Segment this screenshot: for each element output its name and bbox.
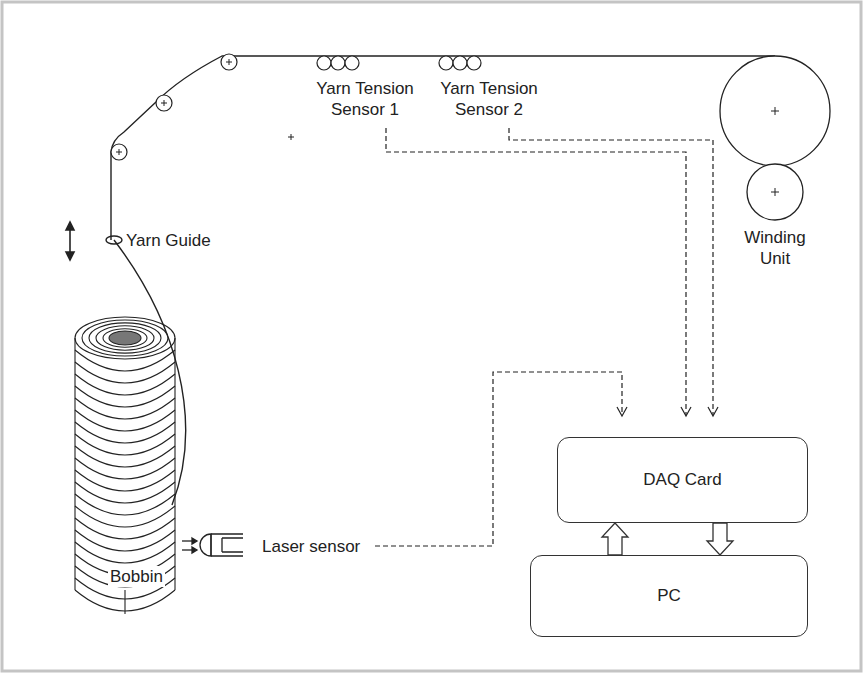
data-flow-arrow xyxy=(602,523,628,555)
laser-sensor xyxy=(182,534,243,556)
sensor-label: Yarn Tension Sensor 2 xyxy=(432,78,547,120)
sensor-label: Laser sensor xyxy=(262,536,360,557)
tension-sensor xyxy=(317,56,481,70)
box-text: DAQ Card xyxy=(643,470,721,490)
signal-arrowhead xyxy=(617,407,718,416)
yarn-guide xyxy=(106,236,122,244)
plus-mark xyxy=(771,107,779,196)
guide-label: Yarn Guide xyxy=(126,230,211,251)
plus-mark xyxy=(116,59,294,155)
pc-box: PC xyxy=(530,555,808,637)
bobbin-label: Bobbin xyxy=(108,566,165,587)
bobbin xyxy=(75,317,175,614)
unit-label: Winding Unit xyxy=(733,227,817,269)
yarn xyxy=(111,56,775,240)
data-flow-arrow xyxy=(707,523,733,555)
winding-unit xyxy=(720,56,830,220)
sensor-label: Yarn Tension Sensor 1 xyxy=(308,78,423,120)
box-text: PC xyxy=(657,586,681,606)
daq-card-box: DAQ Card xyxy=(557,437,808,523)
double-arrow xyxy=(66,222,74,260)
pulley xyxy=(111,54,237,160)
